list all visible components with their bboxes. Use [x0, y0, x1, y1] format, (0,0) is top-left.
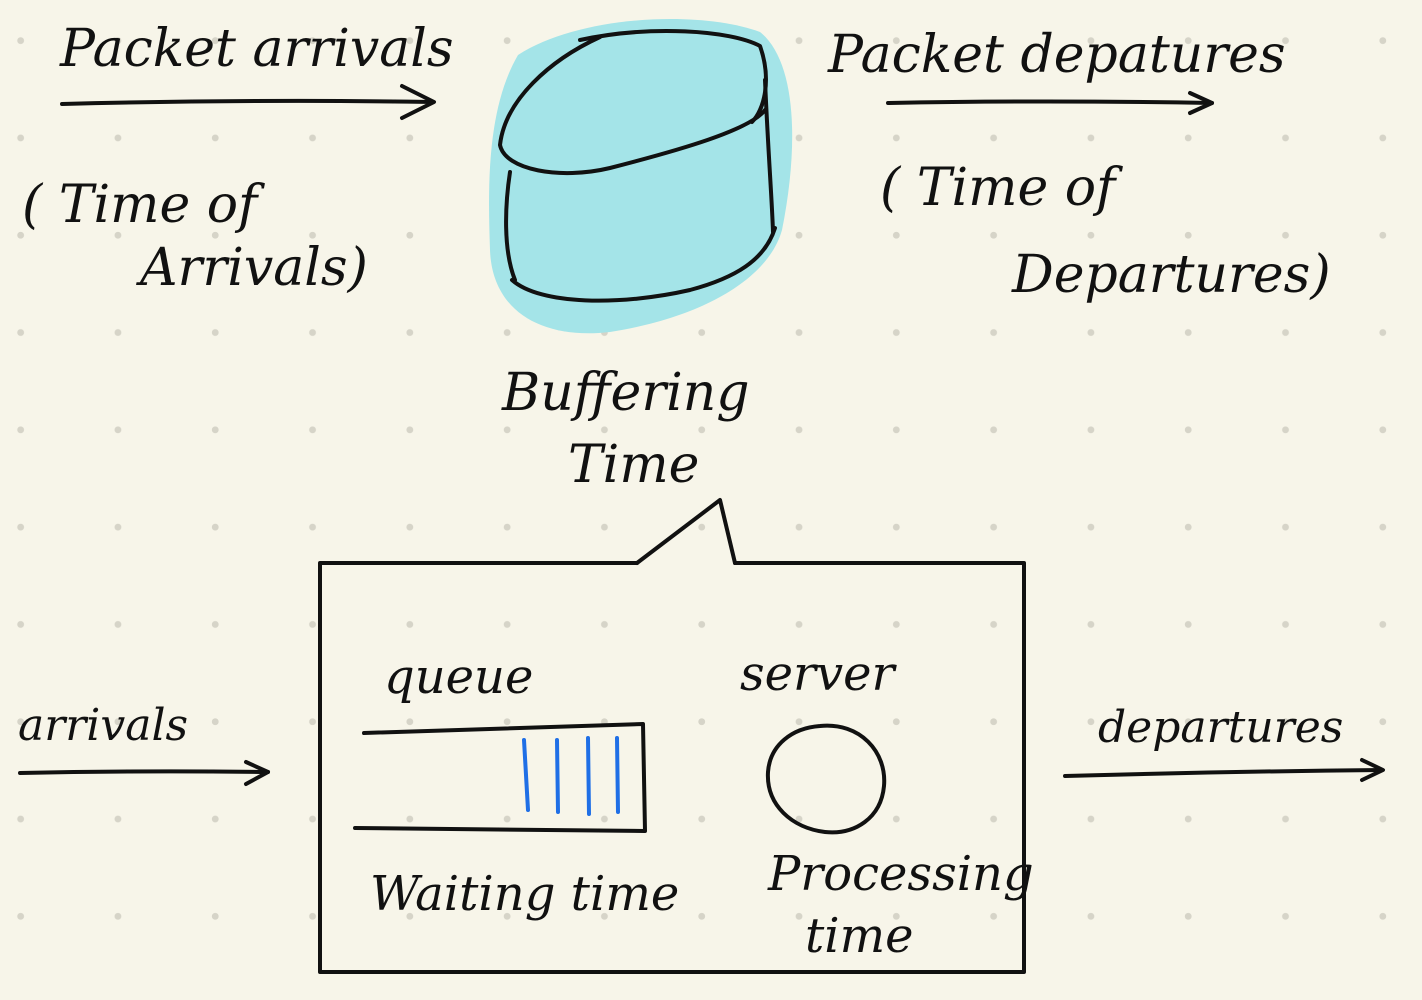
- packet-departures-label: Packet depatures: [827, 25, 1286, 85]
- departures-time-note-line1: ( Time of: [880, 158, 1123, 218]
- buffer-cylinder: [489, 19, 793, 334]
- packet-arrivals-label: Packet arrivals: [59, 19, 454, 79]
- arrivals-label: arrivals: [18, 700, 188, 751]
- detail-departures-arrow: [1063, 758, 1385, 782]
- queue-item: [615, 736, 620, 814]
- queue-item: [586, 736, 591, 816]
- queue-items: [522, 736, 620, 816]
- server-label: server: [740, 646, 898, 702]
- server-circle: [765, 723, 887, 835]
- processing-time-label-line2: time: [805, 908, 914, 964]
- buffer-cylinder-fill: [489, 19, 793, 334]
- queue-label: queue: [384, 649, 533, 705]
- queue-buffer: [353, 722, 647, 833]
- waiting-time-label: Waiting time: [370, 866, 679, 922]
- queue-item: [522, 738, 530, 812]
- callout-box: [318, 498, 1026, 974]
- arrivals-time-note-line2: Arrivals): [136, 238, 368, 298]
- arrivals-arrow: [60, 84, 436, 120]
- departures-time-note-line2: Departures): [1011, 245, 1331, 305]
- departures-label: departures: [1098, 702, 1343, 753]
- detail-arrivals-arrow: [18, 760, 270, 786]
- buffering-time-label-line1: Buffering: [501, 363, 750, 423]
- departures-arrow: [886, 91, 1214, 115]
- buffering-time-label-line2: Time: [568, 435, 699, 495]
- processing-time-label-line1: Processing: [767, 846, 1034, 902]
- queue-item: [555, 738, 560, 814]
- arrivals-time-note-line1: ( Time of: [22, 175, 265, 235]
